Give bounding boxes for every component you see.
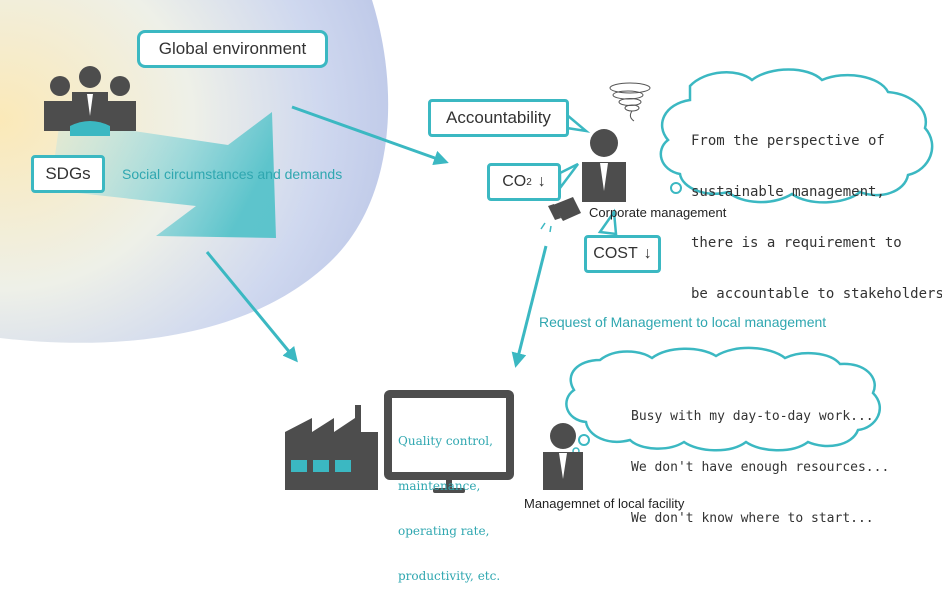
local-cloud-text: Busy with my day-to-day work... We don't… [631,374,889,544]
corporate-manager-icon [582,129,626,202]
arrow-corporate-to-local [511,245,548,368]
global-environment-label: Global environment [158,39,307,58]
megaphone-icon [540,197,581,233]
local-cloud-line: Busy with my day-to-day work... [631,409,874,424]
social-demand-arrow [50,112,276,238]
co2-callout-tail [558,162,579,192]
corporate-cloud-line: sustainable management, [691,184,885,200]
monitor-text: Quality control, maintenance, operating … [398,404,500,599]
corporate-cloud-line: be accountable to stakeholders. [691,286,942,302]
arrow-sphere-to-factory [205,251,298,363]
local-cloud-line: We don't have enough resources... [631,460,890,475]
diagram-canvas [0,0,934,493]
corporate-cloud-line: From the perspective of [691,133,885,149]
tornado-icon [609,82,651,122]
accountability-box: Accountability [428,99,569,137]
cost-box: COST ↓ [584,235,661,273]
monitor-line: Quality control, [398,434,493,448]
sdgs-label: SDGs [45,164,91,183]
cost-down-arrow: ↓ [643,245,652,262]
monitor-icon [384,390,514,493]
people-group-icon [44,66,136,136]
accountability-callout-tail [565,112,591,133]
accountability-label: Accountability [446,108,551,127]
arrow-global-to-corporate [291,105,449,166]
corporate-cloud-line: there is a requirement to [691,235,902,251]
cost-label: COST [593,245,638,262]
co2-subscript: 2 [526,176,532,188]
global-environment-box: Global environment [137,30,328,68]
corporate-management-label: Corporate management [589,205,727,220]
factory-icon [285,405,378,490]
monitor-line: operating rate, [398,524,490,538]
corporate-thought-cloud [659,68,934,204]
local-facility-label: Managemnet of local facility [524,496,685,511]
monitor-line: productivity, etc. [398,569,501,583]
social-circumstances-label: Social circumstances and demands [122,166,343,182]
local-manager-icon [543,423,583,490]
co2-down-arrow: ↓ [537,173,546,190]
local-thought-cloud [565,346,881,452]
co2-label: CO [502,173,527,190]
local-cloud-line: We don't know where to start... [631,511,874,526]
corporate-cloud-text: From the perspective of sustainable mana… [691,99,942,320]
request-label: Request of Management to local managemen… [539,314,827,330]
sdgs-box: SDGs [31,155,105,193]
cost-callout-tail [597,208,618,236]
monitor-line: maintenance, [398,479,481,493]
